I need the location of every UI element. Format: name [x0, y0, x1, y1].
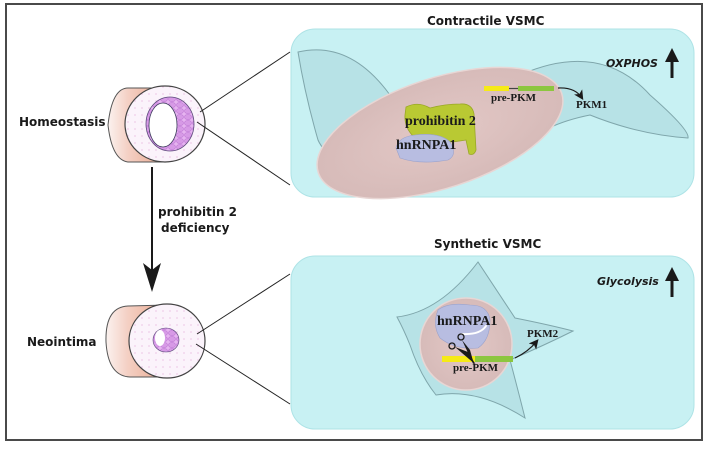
transition-label-line1: prohibitin 2: [158, 205, 238, 219]
hnrnpa1-blob-contractile: [395, 134, 454, 163]
pkm1-arrow-icon: [557, 87, 584, 101]
transition-label-line2: deficiency: [161, 221, 230, 235]
contractile-prohibitin-2-label: prohibitin 2: [405, 114, 476, 129]
homeostasis-vessel-illustration: [107, 85, 206, 163]
synthetic-exon-yellow: [442, 356, 475, 362]
contractile-exon-yellow: [484, 86, 509, 91]
homeostasis-label: Homeostasis: [19, 115, 106, 129]
scissors-icon: [448, 333, 476, 368]
pkm1-label: PKM1: [576, 99, 608, 111]
contractile-panel-title: Contractile VSMC: [427, 14, 545, 28]
contractile-hnrnpa1-label: hnRNPA1: [396, 138, 457, 153]
synthetic-exon-green: [475, 356, 513, 362]
contractile-exon-green: [518, 86, 554, 91]
hnrnpa1-highlight: [461, 325, 487, 336]
down-arrow-icon: [143, 167, 161, 292]
synthetic-hnrnpa1-label: hnRNPA1: [437, 314, 498, 329]
zoom-line-bottom-lower: [195, 343, 291, 405]
pkm2-label: PKM2: [527, 328, 559, 340]
pkm2-arrow-icon: [514, 339, 539, 359]
synthetic-panel-title: Synthetic VSMC: [434, 237, 542, 251]
oxphos-label: OXPHOS: [606, 57, 658, 70]
oxphos-up-arrow-icon: [665, 48, 679, 78]
synthetic-pre-pkm-label: pre-PKM: [453, 362, 499, 374]
glycolysis-label: Glycolysis: [597, 275, 659, 288]
zoom-line-top-upper: [199, 51, 291, 113]
zoom-line-top-lower: [196, 121, 291, 186]
glycolysis-up-arrow-icon: [665, 267, 679, 297]
neointima-label: Neointima: [27, 335, 97, 349]
contractile-pre-pkm-label: pre-PKM: [491, 92, 537, 104]
hnrnpa1-blob-synthetic: [435, 303, 491, 349]
neointima-vessel-illustration: [105, 303, 206, 379]
zoom-line-bottom-upper: [196, 273, 291, 335]
